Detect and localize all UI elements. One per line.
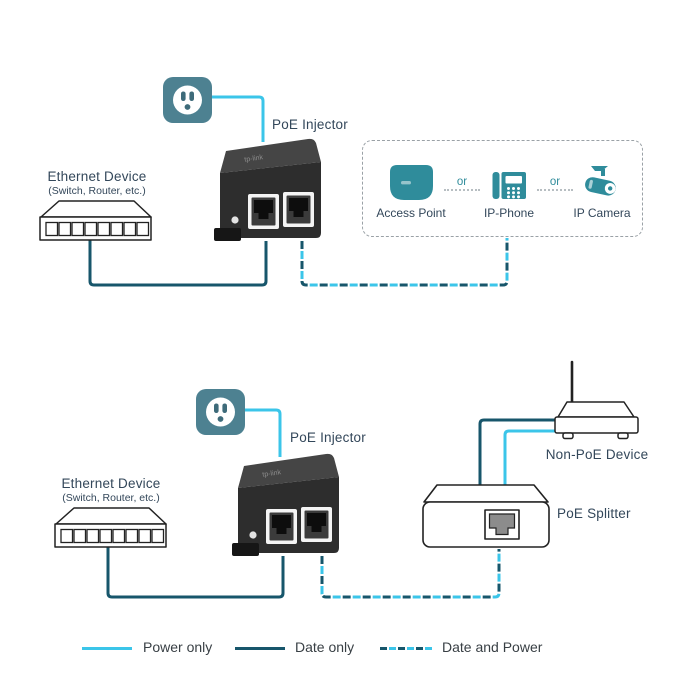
or-dotted-line: [537, 189, 573, 191]
ip-phone-icon: [461, 163, 557, 201]
injector-tab: [214, 228, 241, 241]
data-cable-switch-to-injector-top: [88, 239, 268, 287]
ethernet-device-sublabel-top: (Switch, Router, etc.): [48, 185, 146, 197]
data-cable-splitter-to-device: [478, 418, 556, 487]
ip-phone-label: IP-Phone: [483, 206, 535, 220]
rj45-port: [488, 513, 516, 536]
or-separator-2: or: [535, 176, 575, 191]
injector-led: [231, 216, 239, 224]
power-cable-outlet-to-injector-top: [211, 95, 265, 142]
data-power-cable-injector-to-devices-cyan: [300, 238, 509, 287]
legend-data-label: Date only: [295, 639, 355, 655]
rj45-port-left: [248, 194, 279, 229]
non-poe-device-label: Non-PoE Device: [545, 447, 649, 462]
power-outlet-icon-bottom: [196, 389, 245, 440]
injector-led: [249, 531, 257, 539]
legend-power-label: Power only: [143, 639, 213, 655]
ip-camera-label: IP Camera: [573, 206, 631, 220]
ip-phone-item: IP-Phone: [461, 163, 557, 220]
or-dotted-line: [444, 189, 480, 191]
data-power-cable-injector-to-devices-dark: [300, 238, 509, 287]
power-cable-outlet-to-injector-bottom: [233, 408, 282, 457]
access-point-item: Access Point: [363, 163, 459, 220]
injector-tab: [232, 543, 259, 556]
poe-splitter-label: PoE Splitter: [557, 506, 631, 521]
rj45-port-right: [301, 507, 332, 542]
power-cable-splitter-to-device: [503, 429, 556, 487]
poe-splitter-device: [422, 484, 550, 554]
poe-injector-device-bottom: tp-link: [230, 451, 342, 563]
non-poe-device: [554, 358, 640, 445]
legend-data-power-label: Date and Power: [442, 639, 543, 655]
legend-power-line-swatch: [82, 647, 132, 650]
ethernet-switch-device-bottom: [53, 505, 169, 554]
injector-logo-text: tp-link: [262, 469, 282, 479]
access-point-label: Access Point: [376, 206, 446, 220]
data-cable-switch-to-injector-bottom: [106, 546, 285, 599]
powered-devices-box: Access Point or IP-Phone or: [362, 140, 643, 237]
access-point-icon: [363, 163, 459, 201]
rj45-port-left: [266, 509, 297, 544]
power-outlet-icon: [163, 77, 212, 128]
ethernet-device-label-bottom: Ethernet Device: [61, 476, 161, 491]
ip-camera-item: IP Camera: [554, 163, 650, 220]
ethernet-device-label-top: Ethernet Device: [47, 169, 147, 184]
legend-data-line-swatch: [235, 647, 285, 650]
poe-injector-device-top: tp-link: [212, 136, 324, 248]
or-separator-1: or: [442, 176, 482, 191]
data-power-cable-injector-to-splitter-dark: [320, 549, 501, 599]
ip-camera-icon: [554, 163, 650, 201]
poe-injector-label-bottom: PoE Injector: [290, 430, 366, 445]
legend-data-power-line-swatch: [380, 647, 432, 650]
poe-injector-label-top: PoE Injector: [272, 117, 348, 132]
ethernet-device-sublabel-bottom: (Switch, Router, etc.): [62, 492, 160, 504]
data-power-cable-injector-to-splitter-cyan: [320, 549, 501, 599]
injector-logo-text: tp-link: [244, 154, 264, 164]
rj45-port-right: [283, 192, 314, 227]
ethernet-switch-device-top: [38, 198, 154, 247]
